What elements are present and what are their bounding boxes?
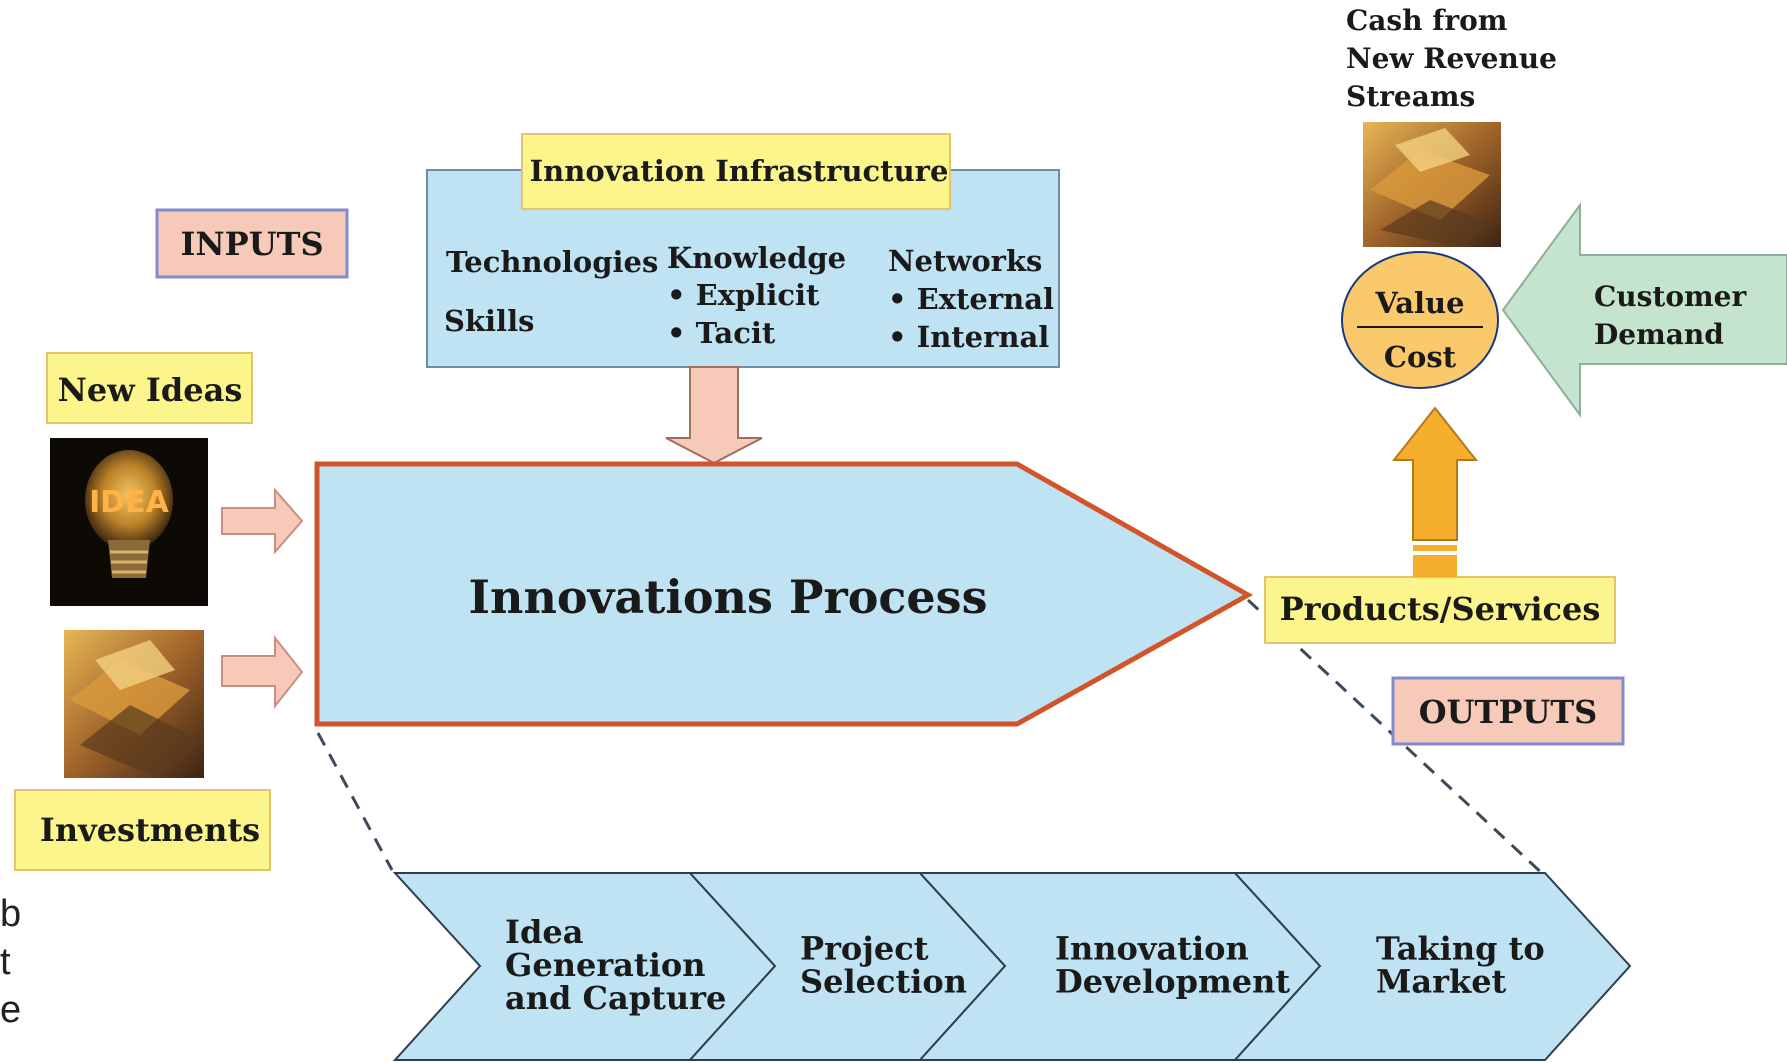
stage-label: Taking to	[1376, 930, 1545, 968]
edge-text-line: t	[0, 941, 11, 983]
svg-text:Cash from: Cash from	[1346, 4, 1507, 37]
edge-text-line: e	[0, 989, 22, 1031]
value-text: Value	[1374, 286, 1464, 320]
svg-text:Demand: Demand	[1594, 318, 1724, 351]
svg-text:OUTPUTS: OUTPUTS	[1419, 693, 1597, 731]
money-image-investments	[64, 630, 204, 778]
infrastructure-down-arrow	[665, 366, 763, 465]
svg-text:Investments: Investments	[40, 811, 260, 849]
outputs-label: OUTPUTS	[1391, 676, 1625, 746]
explicit-text: • Explicit	[667, 278, 820, 312]
new-ideas-label: New Ideas	[46, 352, 253, 424]
technologies-text: Technologies	[446, 245, 658, 279]
cash-revenue-text: Cash from New Revenue Streams	[1346, 4, 1557, 113]
svg-text:Customer: Customer	[1594, 280, 1747, 313]
stage-label: Idea	[505, 913, 583, 951]
customer-demand-arrow: Customer Demand	[1501, 201, 1787, 419]
products-services-label: Products/Services	[1264, 576, 1616, 644]
investments-label: Investments	[14, 789, 271, 871]
svg-text:Innovation Infrastructure: Innovation Infrastructure	[530, 154, 949, 188]
innovations-process-shape: Innovations Process	[314, 461, 1254, 727]
external-text: • External	[888, 282, 1054, 316]
innovations-process-text: Innovations Process	[469, 570, 988, 624]
stage-label: Generation	[505, 946, 705, 984]
stage-chevron	[1232, 872, 1632, 1061]
cropped-edge-text: b t e	[0, 890, 21, 1034]
tacit-text: • Tacit	[667, 316, 776, 350]
stage-label: Market	[1376, 963, 1507, 1001]
input-arrow-ideas	[221, 487, 304, 555]
stage-label: and Capture	[505, 979, 726, 1017]
infrastructure-title: Innovation Infrastructure	[521, 133, 951, 210]
svg-text:INPUTS: INPUTS	[180, 225, 323, 263]
svg-text:Streams: Streams	[1346, 80, 1475, 113]
value-up-arrow	[1391, 406, 1479, 577]
value-cost-circle: Value Cost	[1341, 251, 1499, 389]
stage-label: Development	[1055, 963, 1290, 1001]
stage-label: Innovation	[1055, 930, 1249, 968]
idea-bulb-image: IDEA	[50, 438, 208, 606]
svg-text:New Ideas: New Ideas	[58, 371, 243, 409]
svg-text:IDEA: IDEA	[89, 485, 170, 520]
inputs-label: INPUTS	[155, 208, 349, 279]
input-arrow-investments	[221, 635, 304, 709]
stage-label: Selection	[800, 963, 967, 1001]
internal-text: • Internal	[888, 320, 1049, 354]
svg-text:New Revenue: New Revenue	[1346, 42, 1557, 75]
knowledge-text: Knowledge	[667, 241, 846, 275]
edge-text-line: b	[0, 893, 22, 935]
svg-text:Products/Services: Products/Services	[1280, 590, 1601, 628]
dashed-line-left	[316, 732, 394, 871]
networks-text: Networks	[888, 244, 1042, 278]
money-image-cash	[1363, 122, 1501, 247]
skills-text: Skills	[444, 304, 534, 338]
cost-text: Cost	[1384, 340, 1457, 374]
stage-label: Project	[800, 930, 929, 968]
